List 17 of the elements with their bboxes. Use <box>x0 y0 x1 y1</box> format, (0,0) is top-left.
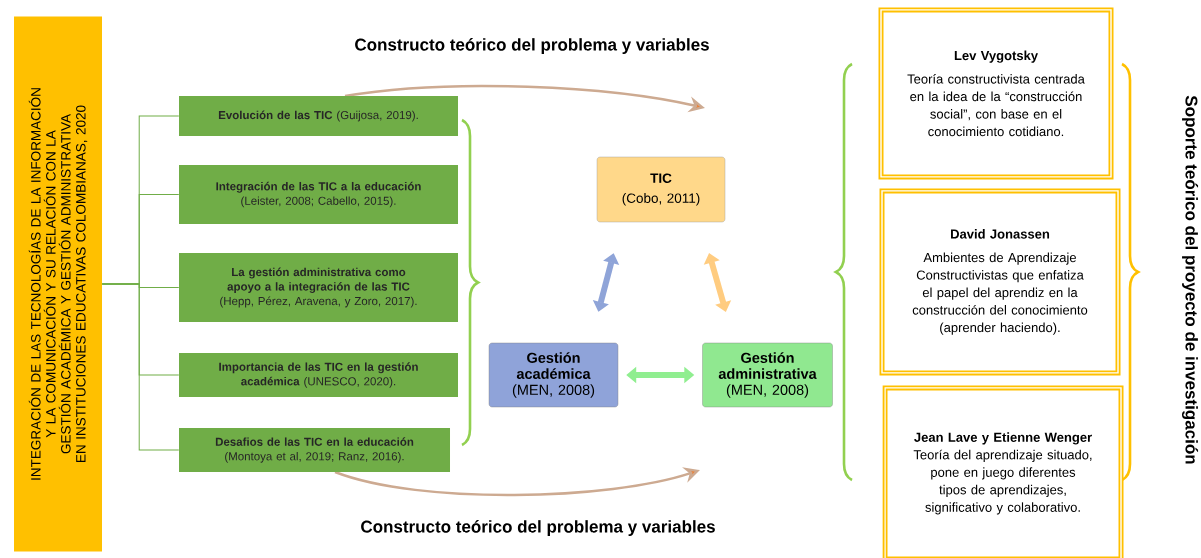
concept-box: TIC (Cobo, 2011) <box>596 156 726 223</box>
topic-box: Evolución de las TIC (Guijosa, 2019). <box>179 96 458 136</box>
author-box: Jean Lave y Etienne Wenger Teoría del aprendizaje situado, pone en juego diferentes tipos de aprendizajes, significativo y colaborativo. <box>882 385 1124 558</box>
topic-box: Integración de las TIC a la educación (Leister, 2008; Cabello, 2015). <box>179 165 458 224</box>
double-arrow <box>703 253 732 312</box>
topic-box: La gestión administrativa como apoyo a la integración de las TIC (Hepp, Pérez, Aravena, y Zoro, 2017). <box>179 253 458 322</box>
author-box: David Jonassen Ambientes de Aprendizaje Constructivistas que enfatiza el papel del aprendiz en la construcción del conocimiento (aprender haciendo). <box>879 188 1121 376</box>
author-box: Lev Vygotsky Teoría constructivista centrada en la idea de la “construcción social”, con base en el conocimiento cotidiano. <box>878 7 1114 180</box>
title-box: INTEGRACIÓN DE LAS TECNOLOGÍAS DE LA INFORMACIÓN Y LA COMUNICACIÓN Y SU RELACIÓN CON LA GESTIÓN ACADÉMICA Y GESTIÓN ADMINISTRATIVA EN INSTITUCIONES EDUCATIVAS COLOMBIANAS, 2020 <box>14 16 102 552</box>
concept-box: Gestión académica (MEN, 2008) <box>488 342 619 408</box>
topic-box: Importancia de las TIC en la gestión académica (UNESCO, 2020). <box>179 353 458 397</box>
connector-line <box>101 283 180 451</box>
concept-box: Gestión administrativa (MEN, 2008) <box>702 342 833 408</box>
heading: Soporte teórico del proyecto de investigación <box>1181 95 1199 464</box>
topic-box: Desafios de las TIC en la educación (Montoya et al, 2019; Ranz, 2016). <box>179 428 450 472</box>
heading: Constructo teórico del problema y variables <box>355 38 709 54</box>
heading: Constructo teórico del problema y variables <box>361 520 715 536</box>
